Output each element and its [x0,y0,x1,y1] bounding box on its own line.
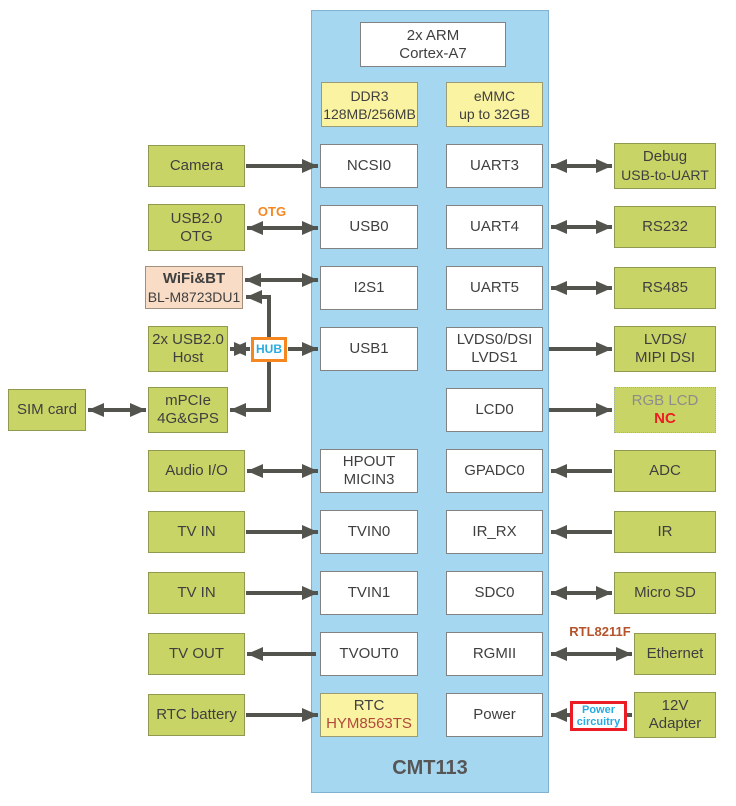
node-tv-out: TV OUT [148,633,245,675]
node-audio-io: Audio I/O [148,450,245,492]
debug-line1: Debug [642,148,688,165]
node-rtc: RTC HYM8563TS [320,693,418,737]
power-circuitry-label: Power circuitry [570,701,627,731]
node-lvds0-dsi: LVDS0/DSI LVDS1 [446,327,543,371]
node-debug-uart: Debug USB-to-UART [614,143,716,189]
node-micro-sd: Micro SD [614,572,716,614]
node-rs232: RS232 [614,206,716,248]
usb-otg-line2: OTG [180,227,213,245]
hub-label: HUB [251,337,287,362]
node-power: Power [446,693,543,737]
soc-title: CMT113 [392,757,468,779]
node-ddr3: DDR3 128MB/256MB [321,82,418,127]
power-circuitry-line2: circuitry [576,716,621,728]
rgb-lcd-line1: RGB LCD [631,392,699,409]
node-adc: ADC [614,450,716,492]
rtl8211f-label: RTL8211F [569,624,631,639]
arrow-hub-mpcie [230,362,271,417]
debug-line2: USB-to-UART [621,167,709,183]
emmc-line1: eMMC [473,87,516,104]
adapter-line1: 12V [661,697,689,714]
hpout-line1: HPOUT [342,453,396,470]
ddr3-line2: 128MB/256MB [323,105,416,122]
wifi-bt-line1: WiFi&BT [162,269,226,287]
ddr3-line1: DDR3 [350,87,389,104]
node-tv-in-b: TV IN [148,572,245,614]
node-emmc: eMMC up to 32GB [446,82,543,127]
node-usb1: USB1 [320,327,418,371]
mpcie-line1: mPCIe [165,392,211,409]
node-rs485: RS485 [614,267,716,309]
cpu-line1: 2x ARM [406,26,460,44]
node-camera: Camera [148,145,245,187]
otg-label: OTG [257,204,287,219]
mpcie-line2: 4G&GPS [157,410,219,427]
node-cpu: 2x ARM Cortex-A7 [360,22,506,67]
node-usb-host: 2x USB2.0 Host [148,326,228,372]
power-circuitry-line1: Power [581,704,615,716]
node-sim-card: SIM card [8,389,86,431]
usb-otg-line1: USB2.0 [170,209,223,227]
rgb-lcd-line2: NC [654,410,676,427]
lvds-mipi-line1: LVDS/ [643,331,687,348]
node-lvds-mipi: LVDS/ MIPI DSI [614,326,716,372]
node-12v-adapter: 12V Adapter [634,692,716,738]
arrow-hub-wifibt [246,290,271,337]
node-hpout-micin3: HPOUT MICIN3 [320,449,418,493]
lvds-mipi-line2: MIPI DSI [634,349,695,366]
node-usb0: USB0 [320,205,418,249]
node-uart3: UART3 [446,144,543,188]
node-gpadc0: GPADC0 [446,449,543,493]
node-tvout0: TVOUT0 [320,632,418,676]
node-ir-rx: IR_RX [446,510,543,554]
rtc-line1: RTC [353,697,385,714]
node-rgb-lcd: RGB LCD NC [614,387,716,433]
node-ir: IR [614,511,716,553]
node-tv-in-a: TV IN [148,511,245,553]
node-wifi-bt: WiFi&BT BL-M8723DU1 [145,266,243,309]
node-ncsi0: NCSI0 [320,144,418,188]
cpu-line2: Cortex-A7 [399,44,467,62]
node-usb-otg: USB2.0 OTG [148,204,245,251]
adapter-line2: Adapter [648,715,702,732]
node-tvin0: TVIN0 [320,510,418,554]
lvds-line2: LVDS1 [471,349,518,366]
node-sdc0: SDC0 [446,571,543,615]
node-uart5: UART5 [446,266,543,310]
node-tvin1: TVIN1 [320,571,418,615]
node-i2s1: I2S1 [320,266,418,310]
node-lcd0: LCD0 [446,388,543,432]
emmc-line2: up to 32GB [459,105,530,122]
node-uart4: UART4 [446,205,543,249]
node-ethernet: Ethernet [634,633,716,675]
hpout-line2: MICIN3 [343,471,395,488]
usb-host-line2: Host [172,349,204,366]
rtc-line2: HYM8563TS [326,715,412,732]
usb-host-line1: 2x USB2.0 [152,331,224,348]
node-rgmii: RGMII [446,632,543,676]
lvds-line1: LVDS0/DSI [456,331,533,348]
wifi-bt-line2: BL-M8723DU1 [147,288,241,305]
node-rtc-battery: RTC battery [148,694,245,736]
node-mpcie: mPCIe 4G&GPS [148,387,228,433]
